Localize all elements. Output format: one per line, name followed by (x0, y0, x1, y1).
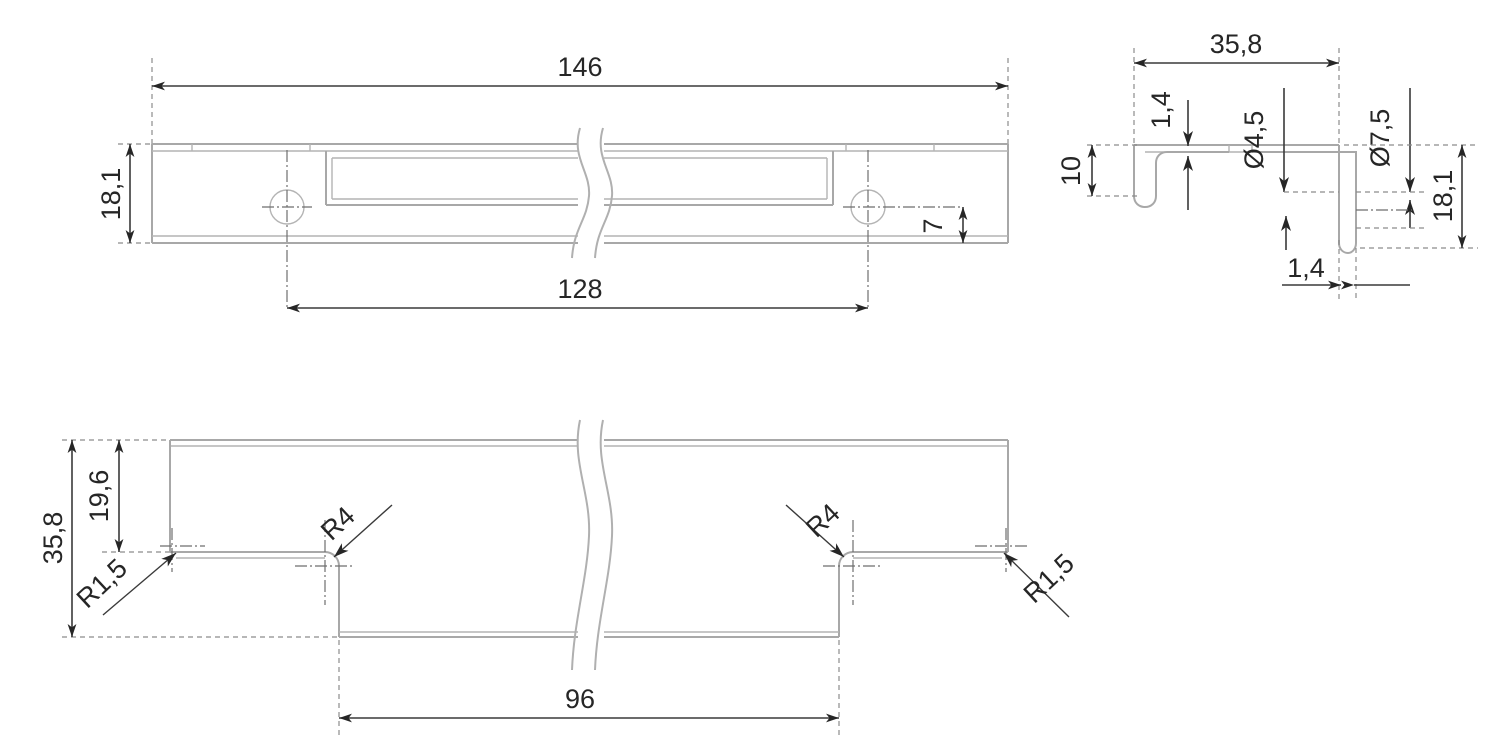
dimension-label-r1-5-right: R1,5 (1018, 548, 1080, 609)
dimension-label-18-1-front: 18,1 (96, 168, 126, 221)
break-line-front-right (594, 127, 614, 259)
dimension-label-1-4-bottom: 1,4 (1287, 253, 1325, 283)
dimension-label-dia-7-5: Ø7,5 (1365, 109, 1395, 168)
dimension-label-19-6: 19,6 (84, 470, 114, 523)
dimension-label-r4-right: R4 (800, 498, 846, 543)
dimension-label-7: 7 (918, 218, 948, 233)
dimension-label-35-8-bottom: 35,8 (38, 512, 68, 565)
dimension-label-128: 128 (557, 274, 602, 304)
dimension-label-r1-5-left: R1,5 (71, 553, 133, 614)
dimension-label-96: 96 (565, 684, 595, 714)
bottom-left-step (170, 551, 340, 637)
side-right-leg (1252, 145, 1357, 255)
dimension-label-35-8-side: 35,8 (1210, 29, 1263, 59)
dimension-label-18-1-side: 18,1 (1428, 170, 1458, 223)
break-line-bottom-right (594, 419, 614, 671)
leader-line-r1-5-left (102, 552, 177, 616)
side-view: 35,8 1,4 Ø4,5 Ø7,5 (1056, 29, 1478, 300)
leader-line-r4-left (333, 504, 393, 558)
leader-line-r1-5-right (1003, 552, 1070, 618)
bottom-right-step (838, 551, 1008, 637)
side-left-hook (1133, 145, 1229, 209)
dimension-label-dia-4-5: Ø4,5 (1239, 111, 1269, 170)
break-line-bottom-left (571, 419, 591, 671)
dimension-label-146: 146 (557, 52, 602, 82)
dimension-label-10: 10 (1056, 156, 1086, 186)
leader-line-r4-right (785, 504, 845, 558)
front-view: 146 18,1 (96, 52, 1009, 313)
bottom-view: 35,8 19,6 (38, 419, 1080, 738)
break-line-front-left (571, 127, 591, 259)
dimension-label-1-4-top: 1,4 (1146, 91, 1176, 129)
